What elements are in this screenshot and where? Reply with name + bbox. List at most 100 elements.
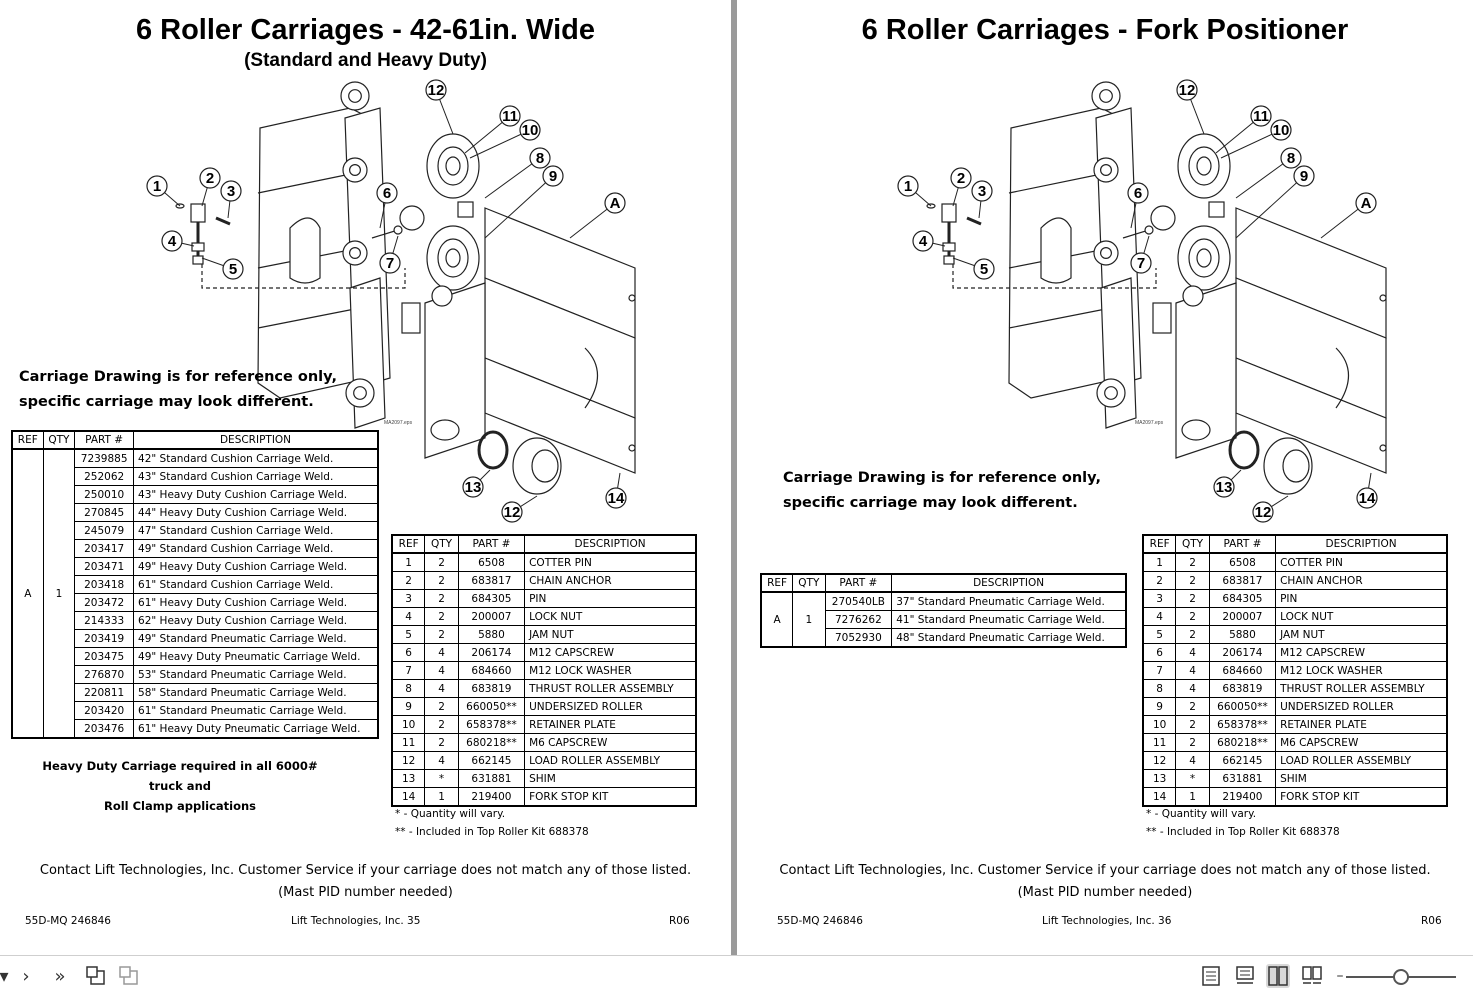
roller-hub <box>1100 163 1113 176</box>
thrust-roller-loose <box>1150 205 1176 231</box>
chain-anchor-block <box>401 302 421 334</box>
cell-description: 37" Standard Pneumatic Carriage Weld. <box>891 592 1126 611</box>
cell-description: RETAINER PLATE <box>1275 715 1447 734</box>
callout-label: 3 <box>978 183 986 200</box>
zoom-slider-handle[interactable] <box>1393 969 1409 985</box>
callout-circle <box>1355 192 1377 214</box>
cell-description: SHIM <box>524 769 696 788</box>
last-page-icon[interactable]: » <box>54 965 66 987</box>
callout-label: 8 <box>536 150 544 167</box>
cell-description: SHIM <box>1275 769 1447 788</box>
footnote: * - Quantity will vary. <box>395 808 506 820</box>
cell-description: 61" Standard Pneumatic Carriage Weld. <box>133 701 378 720</box>
cell-description: CHAIN ANCHOR <box>1275 571 1447 590</box>
cell-part: 252062 <box>74 467 134 486</box>
dropdown-arrow-icon[interactable]: ▾ <box>0 965 9 987</box>
next-page-icon[interactable]: › <box>22 965 30 987</box>
cell-part: 7276262 <box>824 610 892 629</box>
cell-description: THRUST ROLLER ASSEMBLY <box>1275 679 1447 698</box>
callout-label: 6 <box>383 185 391 202</box>
cell-qty: 2 <box>1175 625 1210 644</box>
note-line: Carriage Drawing is for reference only, <box>783 470 1101 486</box>
cell-description: 44" Heavy Duty Cushion Carriage Weld. <box>133 503 378 522</box>
cell-description: 58" Standard Pneumatic Carriage Weld. <box>133 683 378 702</box>
callout-label: 14 <box>1359 490 1376 507</box>
cell-description: 49" Standard Cushion Carriage Weld. <box>133 539 378 558</box>
cell-ref: 3 <box>1142 589 1176 608</box>
extract-pages-icon[interactable] <box>117 964 141 988</box>
footer-doc-id: 55D-MQ 246846 <box>25 915 111 927</box>
zoom-out-icon[interactable]: – <box>1336 968 1344 984</box>
page-right: 6 Roller Carriages - Fork Positioner MA2… <box>737 0 1473 955</box>
retainer-plate <box>457 201 474 218</box>
callout-6: 6 <box>376 182 398 229</box>
cell-description: THRUST ROLLER ASSEMBLY <box>524 679 696 698</box>
rotate-pages-icon[interactable] <box>84 964 108 988</box>
contact-line: Contact Lift Technologies, Inc. Customer… <box>39 863 692 878</box>
callout-circle <box>897 175 919 197</box>
cell-ref: 4 <box>391 607 425 626</box>
cell-part: 683817 <box>1208 571 1276 590</box>
cell-part: 203476 <box>74 719 134 739</box>
callout-circle <box>519 119 541 141</box>
two-page-view-icon[interactable] <box>1266 964 1290 988</box>
cell-qty: 2 <box>424 589 459 608</box>
cell-ref: 11 <box>1142 733 1176 752</box>
two-page-continuous-icon[interactable] <box>1300 964 1324 988</box>
continuous-view-icon[interactable] <box>1233 964 1257 988</box>
pin <box>966 216 982 226</box>
cell-qty: 2 <box>424 553 459 572</box>
bolt-hole <box>628 444 636 452</box>
callout-label: 13 <box>465 479 482 496</box>
cell-ref: 5 <box>391 625 425 644</box>
cell-part: 683819 <box>457 679 525 698</box>
col-qty: QTY <box>42 431 75 450</box>
note-line: Carriage Drawing is for reference only, <box>19 369 337 385</box>
cell-part: 684660 <box>457 661 525 680</box>
cell-part: 662145 <box>1208 751 1276 770</box>
callout-label: 4 <box>168 233 177 250</box>
callout-circle <box>950 167 972 189</box>
cell-qty: 4 <box>1175 751 1210 770</box>
callout-9: 9 <box>1235 165 1315 239</box>
cell-ref: 1 <box>1142 553 1176 572</box>
cell-description: 53" Standard Pneumatic Carriage Weld. <box>133 665 378 684</box>
col-qty: QTY <box>1175 535 1210 554</box>
cell-part: 684305 <box>1208 589 1276 608</box>
cell-ref: 5 <box>1142 625 1176 644</box>
callout-circle <box>1176 79 1198 101</box>
col-ref: REF <box>391 535 425 554</box>
cell-qty: 4 <box>424 679 459 698</box>
col-qty: QTY <box>792 574 825 593</box>
cell-ref: A <box>760 592 793 648</box>
callout-circle <box>1130 252 1152 274</box>
note-line: specific carriage may look different. <box>19 394 314 410</box>
load-roller-hub <box>445 156 461 176</box>
callout-14: 14 <box>605 472 627 509</box>
cell-part: 680218** <box>1208 733 1276 752</box>
cell-part: 220811 <box>74 683 134 702</box>
cell-part: 270540LB <box>824 592 892 611</box>
callout-12: 12 <box>425 79 454 135</box>
callout-label: 12 <box>1255 504 1272 521</box>
carriage-line-art: MA2097.eps <box>926 81 1387 495</box>
cell-part: 200007 <box>457 607 525 626</box>
lock-nut <box>191 242 205 252</box>
cell-qty: 2 <box>1175 571 1210 590</box>
footnote: ** - Included in Top Roller Kit 688378 <box>395 826 589 838</box>
callout-circle <box>222 258 244 280</box>
single-page-view-icon[interactable] <box>1199 964 1223 988</box>
